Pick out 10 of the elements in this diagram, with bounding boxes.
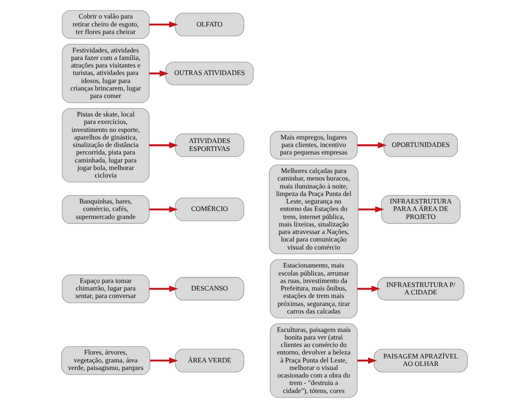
- arrow: [148, 206, 178, 213]
- arrow: [356, 357, 376, 364]
- arrow: [356, 286, 380, 292]
- arrow: [148, 286, 178, 292]
- arrow: [148, 70, 168, 77]
- arrow: [148, 142, 178, 148]
- arrow: [150, 357, 178, 364]
- arrow: [358, 206, 384, 213]
- arrow: [148, 21, 178, 28]
- arrow: [356, 142, 386, 148]
